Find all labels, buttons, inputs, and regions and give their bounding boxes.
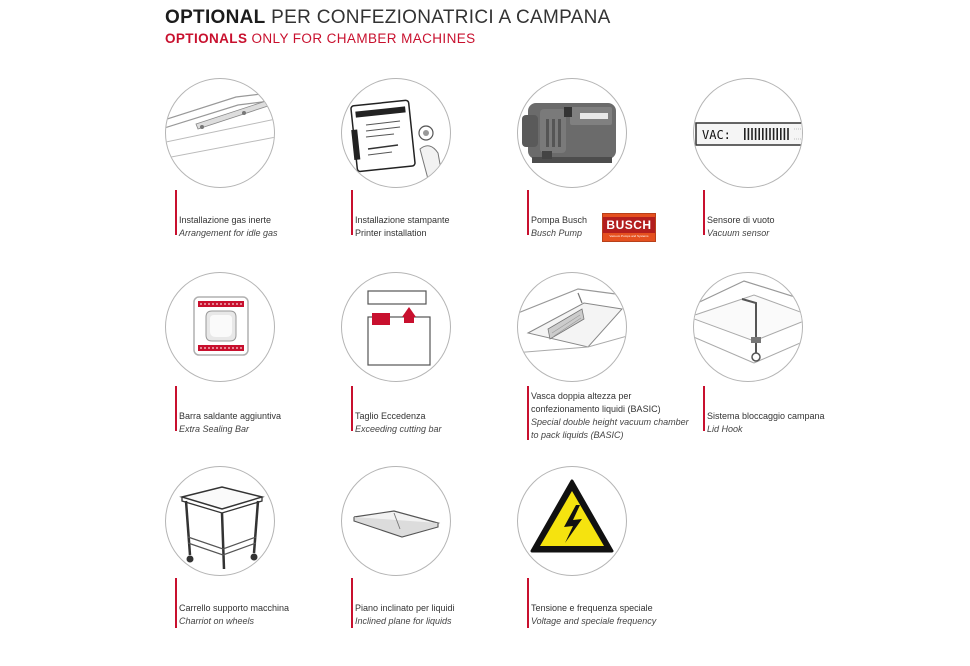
sensor-label-it: Sensore di vuoto (707, 215, 775, 225)
gas-label-it: Installazione gas inerte (179, 215, 272, 225)
option-card-high-voltage: Tensione e frequenza speciale Voltage an… (517, 466, 677, 666)
sensor-label-en: Vacuum sensor (707, 228, 770, 238)
double-chamber-icon (517, 272, 627, 382)
page-title-rest: PER CONFEZIONATRICI A CAMPANA (265, 7, 611, 28)
gas-nozzle-icon (165, 78, 275, 188)
high-voltage-label-it: Tensione e frequenza speciale (531, 603, 653, 613)
option-card-vacuum-sensor: VAC: Sensore di vuoto Vacuum sensor (693, 78, 853, 278)
option-card-trolley: Carrello supporto macchina Charriot on w… (165, 466, 325, 666)
cutting-bar-label-it: Taglio Eccedenza (355, 411, 426, 421)
option-card-sealing-bar: Barra saldante aggiuntiva Extra Sealing … (165, 272, 325, 472)
lid-hook-label-en: Lid Hook (707, 424, 743, 434)
trolley-icon (165, 466, 275, 576)
double-chamber-label-en-1: Special double height vacuum chamber (531, 417, 689, 427)
trolley-label-en: Charriot on wheels (179, 616, 255, 626)
vac-display-text: VAC: (702, 128, 731, 142)
high-voltage-label-en: Voltage and speciale frequency (531, 616, 657, 626)
option-card-gas: Installazione gas inerte Arrangement for… (165, 78, 325, 278)
page-title: OPTIONAL PER CONFEZIONATRICI A CAMPANA (165, 7, 611, 29)
trolley-label-it: Carrello supporto macchina (179, 603, 290, 613)
high-voltage-icon (517, 466, 627, 576)
printer-label-en: Printer installation (355, 228, 427, 238)
vacuum-display-icon: VAC: (693, 78, 803, 188)
page-subtitle-rest: ONLY FOR CHAMBER MACHINES (247, 31, 476, 46)
sealing-bar-label-it: Barra saldante aggiuntiva (179, 411, 282, 421)
page-subtitle-bold: OPTIONALS (165, 31, 248, 46)
sealing-bar-icon (165, 272, 275, 382)
page-subtitle: OPTIONALS ONLY FOR CHAMBER MACHINES (165, 31, 476, 46)
double-chamber-label-it-1: Vasca doppia altezza per (531, 391, 632, 401)
double-chamber-label-en-2: to pack liquids (BASIC) (531, 430, 624, 440)
cutting-bar-label-en: Exceeding cutting bar (355, 424, 442, 434)
printer-label-icon (341, 78, 451, 188)
sealing-bar-label-en: Extra Sealing Bar (179, 424, 250, 434)
busch-label-en: Busch Pump (531, 228, 583, 238)
option-card-inclined-plane: Piano inclinato per liquidi Inclined pla… (341, 466, 501, 666)
printer-label-it: Installazione stampante (355, 215, 450, 225)
inclined-plane-label-it: Piano inclinato per liquidi (355, 603, 455, 613)
inclined-plane-label-en: Inclined plane for liquids (355, 616, 452, 626)
lid-hook-label-it: Sistema bloccaggio campana (707, 411, 825, 421)
double-chamber-label-it-2: confezionamento liquidi (BASIC) (531, 404, 661, 414)
busch-label-it: Pompa Busch (531, 215, 588, 225)
option-card-busch-pump: Pompa Busch Busch Pump BUSCH Vacuum Pump… (517, 78, 677, 278)
cutting-bar-icon (341, 272, 451, 382)
vacuum-pump-icon (517, 78, 627, 188)
page-title-bold: OPTIONAL (165, 7, 266, 28)
option-card-printer: Installazione stampante Printer installa… (341, 78, 501, 278)
gas-label-en: Arrangement for idle gas (179, 228, 278, 238)
option-card-lid-hook: Sistema bloccaggio campana Lid Hook (693, 272, 853, 472)
lid-hook-icon (693, 272, 803, 382)
busch-logo: BUSCH Vacuum Pumps and Systems (602, 213, 656, 242)
inclined-plane-icon (341, 466, 451, 576)
option-card-cutting-bar: Taglio Eccedenza Exceeding cutting bar (341, 272, 501, 472)
busch-logo-text: BUSCH (606, 218, 652, 232)
option-card-double-chamber: Vasca doppia altezza per confezionamento… (517, 272, 689, 472)
busch-logo-subtext: Vacuum Pumps and Systems (609, 234, 649, 238)
